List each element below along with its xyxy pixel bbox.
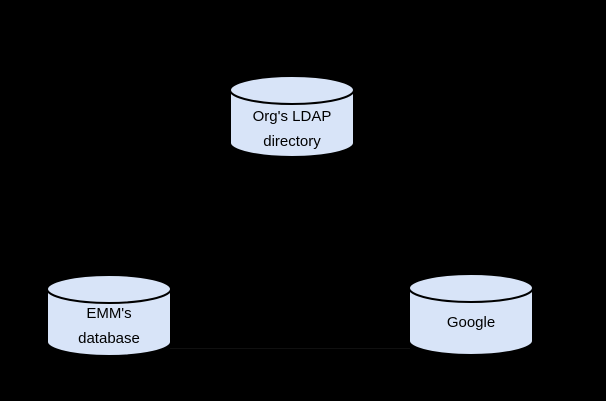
node-label-line1: Org's LDAP [252, 108, 332, 125]
database-cylinder-icon [46, 274, 172, 357]
node-emm-database: EMM's database [46, 273, 172, 359]
node-label-line1: Google [446, 314, 496, 331]
node-label: Google [408, 310, 534, 335]
database-cylinder-icon [229, 75, 355, 158]
emm-to-google-connector-line [170, 348, 410, 349]
node-label: EMM's database [46, 301, 172, 351]
node-label-line2: directory [263, 133, 321, 150]
node-label-line2: database [78, 330, 140, 347]
node-google: Google [408, 272, 534, 358]
database-cylinder-icon [408, 273, 534, 356]
node-label: Org's LDAP directory [229, 104, 355, 154]
node-ldap-directory: Org's LDAP directory [229, 74, 355, 160]
node-label-line1: EMM's [86, 305, 132, 322]
